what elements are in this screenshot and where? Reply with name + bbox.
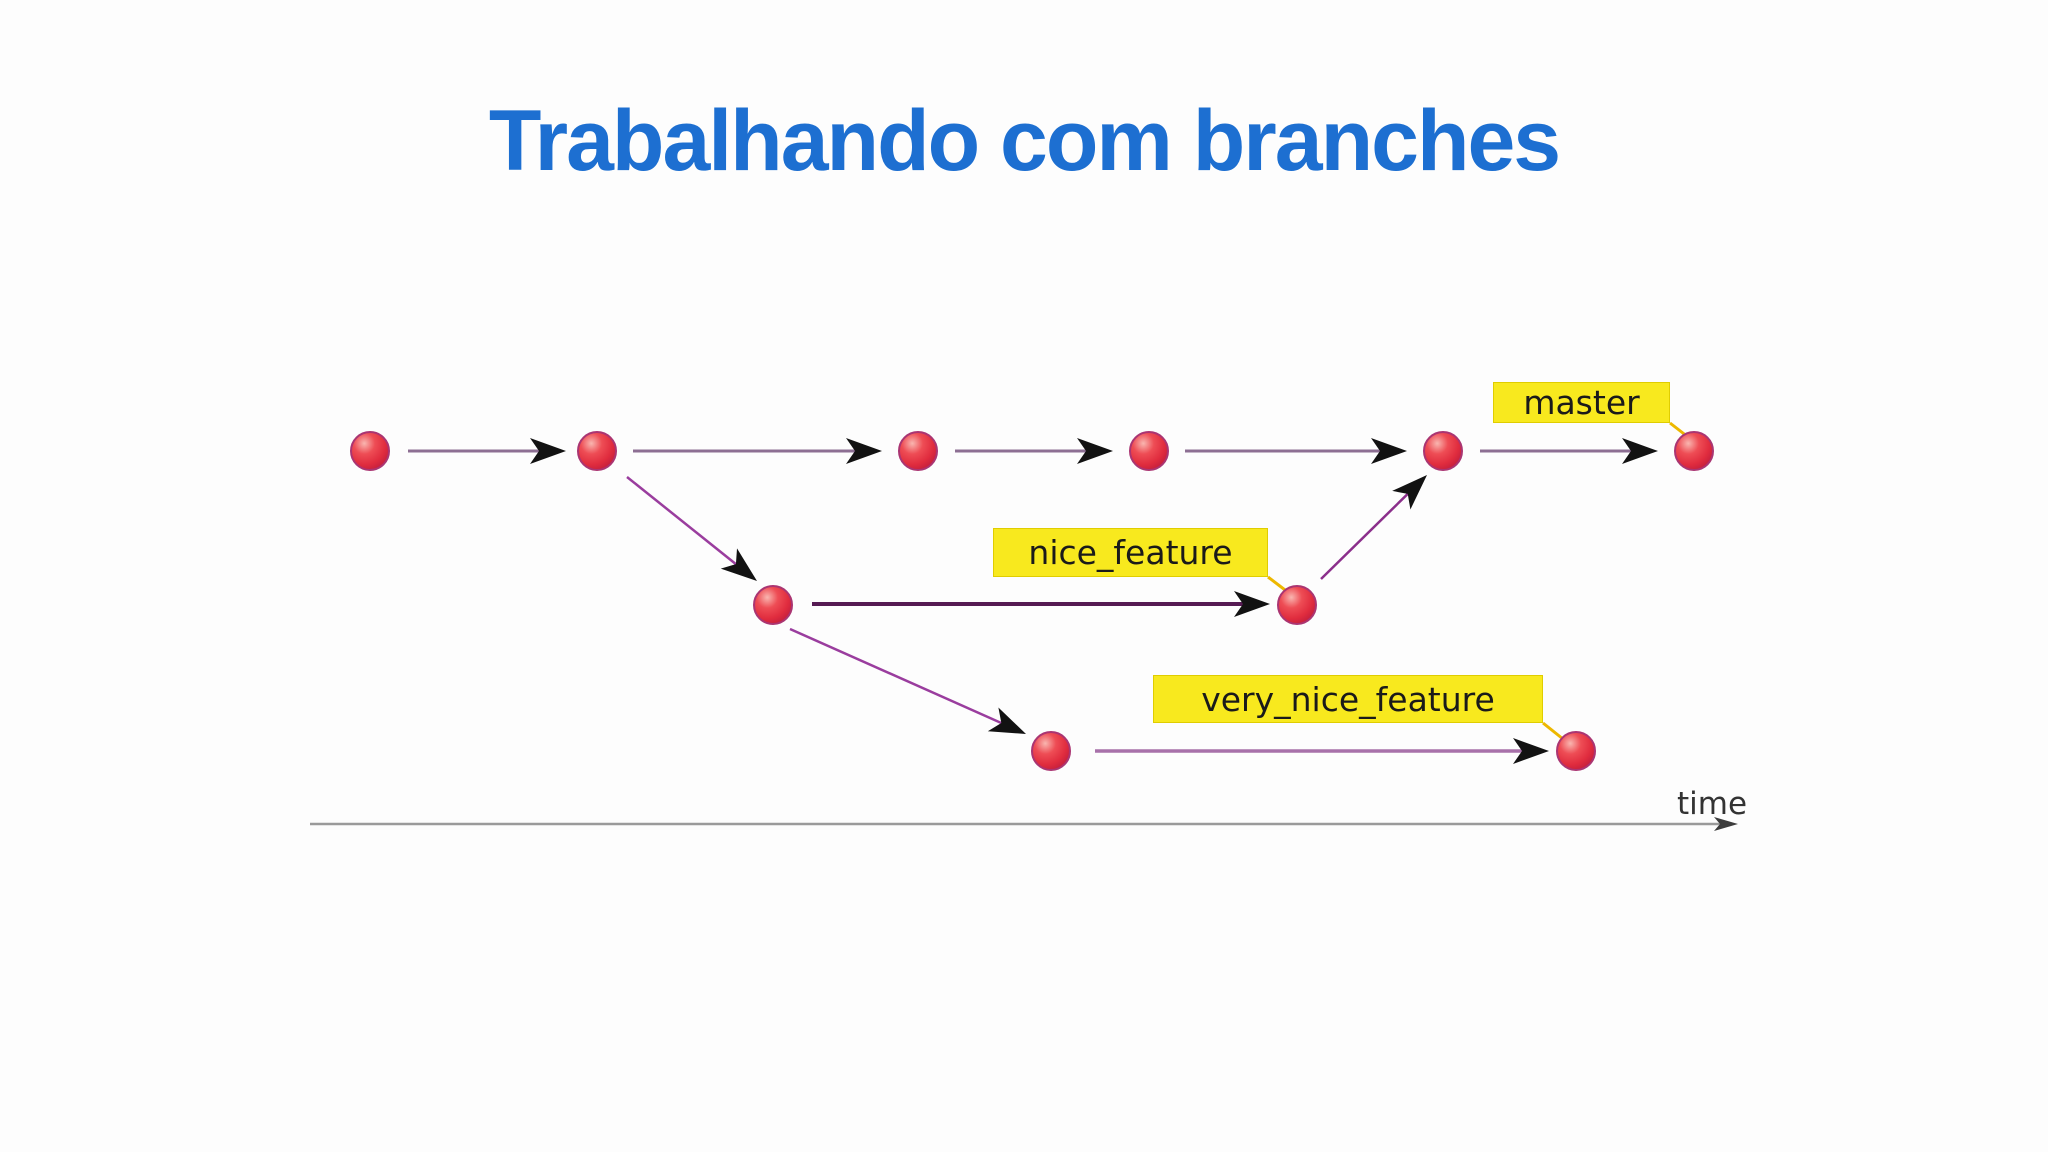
commit-node-c5 [1423, 431, 1463, 471]
arrowhead-icon-c2-c3 [846, 438, 882, 464]
arrowhead-icon-c4-c5 [1371, 438, 1407, 464]
commit-edge-f1-v1 [789, 627, 1005, 726]
commit-node-f1 [753, 585, 793, 625]
arrowhead-icon-c1-c2 [530, 438, 566, 464]
commit-edge-f2-c5 [1320, 490, 1411, 580]
commit-node-v2 [1556, 731, 1596, 771]
commit-edge-c2-f1 [626, 476, 740, 567]
arrowhead-icon-c3-c4 [1077, 438, 1113, 464]
arrowhead-icon-f1-f2 [1234, 591, 1270, 617]
label-connector-very_nice_feature [1542, 721, 1564, 741]
commit-node-c2 [577, 431, 617, 471]
branch-label-nice-feature: nice_feature [993, 528, 1268, 577]
branch-label-very-nice-feature: very_nice_feature [1153, 675, 1543, 723]
commit-node-c1 [350, 431, 390, 471]
arrowhead-icon-f1-v1 [987, 707, 1026, 734]
commit-node-c3 [898, 431, 938, 471]
commit-node-c4 [1129, 431, 1169, 471]
arrowhead-icon-f2-c5 [1392, 475, 1427, 510]
time-axis-label: time [1676, 786, 1748, 822]
arrowhead-icon-c2-f1 [720, 548, 757, 581]
branch-label-master: master [1493, 382, 1670, 423]
commit-node-c6 [1674, 431, 1714, 471]
arrowhead-icon-c5-c6 [1622, 438, 1658, 464]
commit-node-v1 [1031, 731, 1071, 771]
commit-node-f2 [1277, 585, 1317, 625]
slide-title: Trabalhando com branches [488, 93, 1561, 189]
arrowhead-icon-v1-v2 [1513, 738, 1549, 764]
time-axis-arrowhead-icon [1714, 817, 1738, 831]
